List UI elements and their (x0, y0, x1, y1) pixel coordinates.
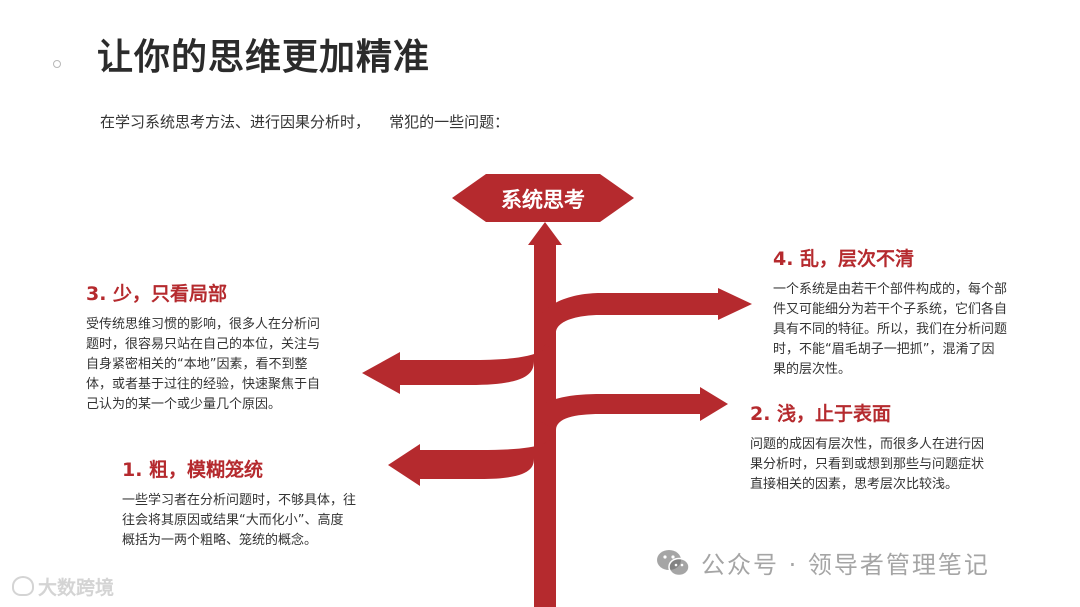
body-line: 受传统思维习惯的影响，很多人在分析问 (86, 317, 321, 332)
body-line: 往会将其原因或结果“大而化小”、高度 (122, 513, 344, 528)
page-title: 让你的思维更加精准 (97, 37, 431, 78)
item-1-body: 一些学习者在分析问题时，不够具体，往 往会将其原因或结果“大而化小”、高度 概括… (122, 491, 452, 551)
top-hexagon (452, 174, 634, 222)
body-line: 时，不能“眉毛胡子一把抓”，混淆了因 (773, 342, 995, 357)
footer-logo-text: 大数跨境 (38, 577, 115, 599)
trunk (534, 245, 556, 607)
item-3-heading: 3. 少，只看局部 (86, 283, 228, 305)
body-line: 概括为一两个粗略、笼统的概念。 (122, 533, 318, 548)
body-line: 具有不同的特征。所以，我们在分析问题 (773, 322, 1008, 337)
branch-4 (534, 288, 752, 333)
body-line: 一个系统是由若干个部件构成的，每个部 (773, 282, 1008, 297)
item-1: 1. 粗，模糊笼统 一些学习者在分析问题时，不够具体，往 往会将其原因或结果“大… (122, 455, 452, 551)
trunk-arrow-head (528, 222, 562, 245)
item-2-heading: 2. 浅，止于表面 (750, 403, 892, 425)
logo-ring-icon (12, 576, 34, 596)
footer-logo: 大数跨境 (12, 573, 114, 600)
body-line: 果分析时，只看到或想到那些与问题症状 (750, 457, 985, 472)
item-2-body: 问题的成因有层次性，而很多人在进行因 果分析时，只看到或想到那些与问题症状 直接… (750, 435, 1080, 495)
body-line: 果的层次性。 (773, 362, 852, 377)
item-4-heading: 4. 乱，层次不清 (773, 248, 915, 270)
wechat-icon (657, 549, 690, 576)
branch-2 (534, 387, 728, 430)
item-2: 2. 浅，止于表面 问题的成因有层次性，而很多人在进行因 果分析时，只看到或想到… (750, 399, 1080, 495)
item-3: 3. 少，只看局部 受传统思维习惯的影响，很多人在分析问 题时，很容易只站在自己… (86, 279, 386, 415)
branch-3 (362, 330, 556, 394)
item-1-heading: 1. 粗，模糊笼统 (122, 459, 264, 481)
top-label: 系统思考 (501, 188, 585, 212)
body-line: 直接相关的因素，思考层次比较浅。 (750, 477, 959, 492)
body-line: 体，或者基于过往的经验，快速聚焦于自 (86, 377, 321, 392)
body-line: 问题的成因有层次性，而很多人在进行因 (750, 437, 985, 452)
body-line: 己认为的某一个或少量几个原因。 (86, 397, 282, 412)
watermark: 公众号 · 领导者管理笔记 (655, 545, 990, 580)
body-line: 题时，很容易只站在自己的本位，关注与 (86, 337, 321, 352)
watermark-text: 公众号 · 领导者管理笔记 (701, 551, 990, 579)
body-line: 一些学习者在分析问题时，不够具体，往 (122, 493, 357, 508)
body-line: 件又可能细分为若干个子系统，它们各自 (773, 302, 1008, 317)
branch-1 (388, 428, 556, 486)
item-4-body: 一个系统是由若干个部件构成的，每个部 件又可能细分为若干个子系统，它们各自 具有… (773, 280, 1073, 380)
body-line: 自身紧密相关的“本地”因素，看不到整 (86, 357, 308, 372)
intro-text: 在学习系统思考方法、进行因果分析时， 常犯的一些问题： (100, 113, 510, 131)
header-dot-icon (53, 60, 61, 68)
item-4: 4. 乱，层次不清 一个系统是由若干个部件构成的，每个部 件又可能细分为若干个子… (773, 244, 1073, 380)
item-3-body: 受传统思维习惯的影响，很多人在分析问 题时，很容易只站在自己的本位，关注与 自身… (86, 315, 386, 415)
